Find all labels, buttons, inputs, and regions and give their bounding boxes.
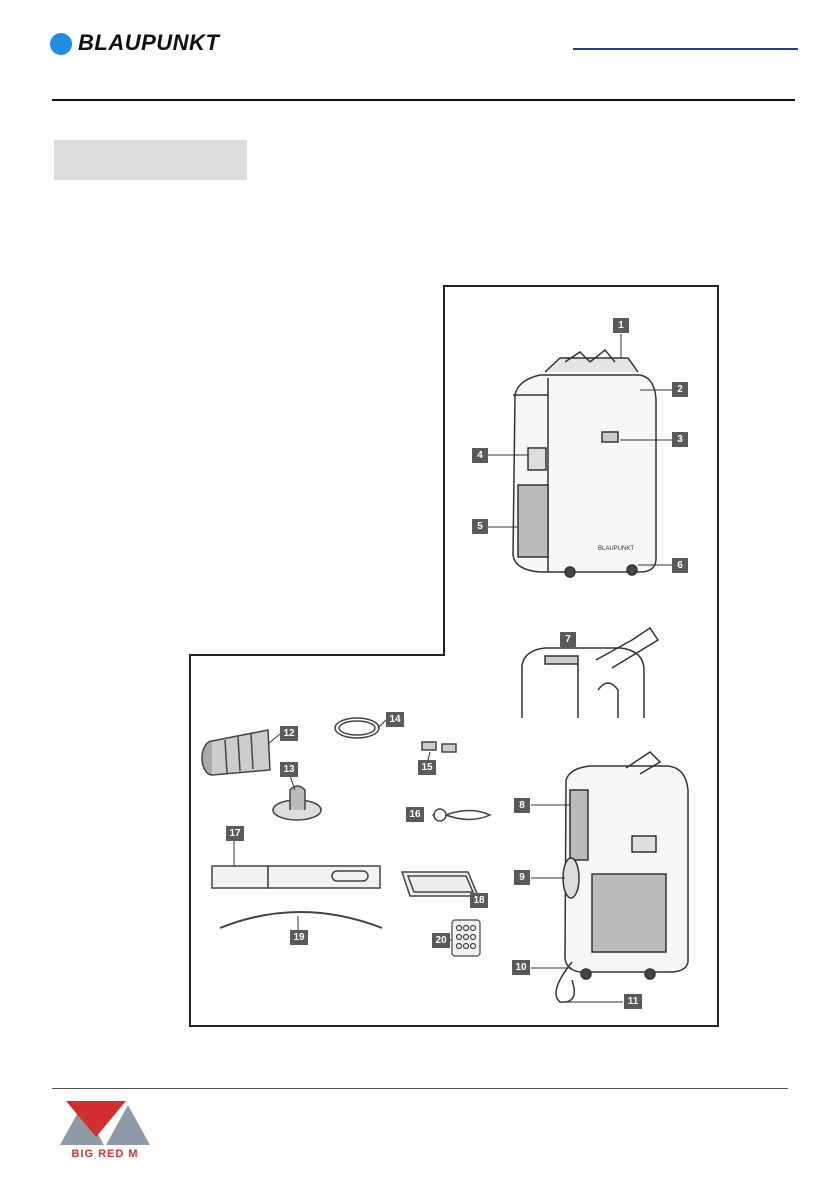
footer-rule bbox=[52, 1088, 788, 1089]
callout-label: 10 bbox=[512, 960, 530, 975]
footer-logo-text: BIG RED M bbox=[60, 1148, 150, 1160]
callout-label: 12 bbox=[280, 726, 298, 741]
accessory-clips bbox=[422, 742, 456, 752]
accessory-hose bbox=[202, 730, 270, 775]
callout-label: 9 bbox=[514, 870, 530, 885]
callout-label: 16 bbox=[406, 807, 424, 822]
callout-label: 13 bbox=[280, 762, 298, 777]
callout-label: 4 bbox=[472, 448, 488, 463]
callout-label: 19 bbox=[290, 930, 308, 945]
accessory-drain-cap bbox=[434, 809, 490, 821]
callout-label: 15 bbox=[418, 760, 436, 775]
callout-label: 14 bbox=[386, 712, 404, 727]
callout-label: 17 bbox=[226, 826, 244, 841]
callout-label: 1 bbox=[613, 318, 629, 333]
accessory-remote-control bbox=[452, 920, 480, 956]
callout-label: 3 bbox=[672, 432, 688, 447]
accessory-window-adapter bbox=[273, 786, 321, 820]
accessory-foam-seal bbox=[402, 872, 478, 896]
callout-label: 5 bbox=[472, 519, 488, 534]
callout-label: 20 bbox=[432, 933, 450, 948]
callout-label: 7 bbox=[560, 632, 576, 647]
accessory-window-slider bbox=[212, 866, 380, 888]
air-conditioner-rear-view bbox=[556, 752, 688, 1002]
air-conditioner-top-detail bbox=[522, 628, 658, 718]
footer-logo: BIG RED M bbox=[60, 1101, 160, 1163]
accessory-drain-pipe bbox=[220, 912, 382, 928]
callout-label: 18 bbox=[470, 893, 488, 908]
big-red-m-logo-icon bbox=[60, 1101, 160, 1147]
callout-label: 8 bbox=[514, 798, 530, 813]
svg-text:BLAUPUNKT: BLAUPUNKT bbox=[598, 546, 634, 552]
air-conditioner-front-view: BLAUPUNKT bbox=[513, 350, 656, 577]
callout-label: 11 bbox=[624, 994, 642, 1009]
callout-label: 2 bbox=[672, 382, 688, 397]
accessory-ring bbox=[335, 718, 379, 738]
callout-label: 6 bbox=[672, 558, 688, 573]
